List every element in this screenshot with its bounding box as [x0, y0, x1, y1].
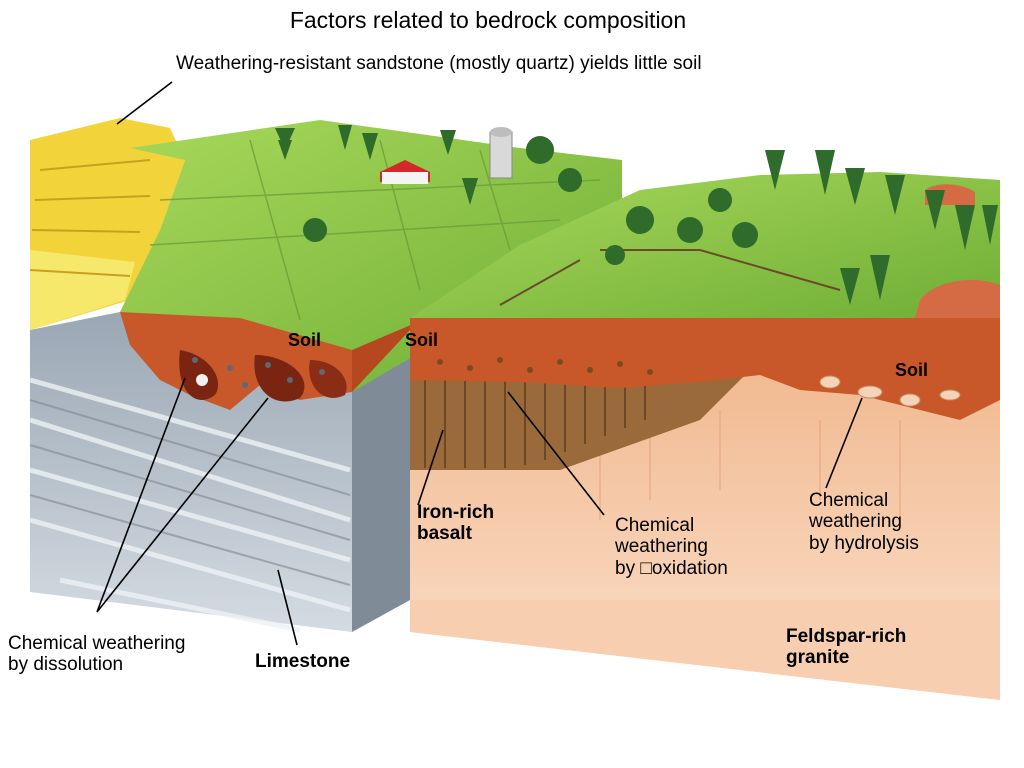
hydrolysis-label: Chemical weathering by hydrolysis: [809, 490, 919, 554]
iron-rich-basalt-label: Iron-rich basalt: [417, 502, 495, 545]
granite-soil: [410, 318, 1000, 420]
trees: [275, 125, 998, 305]
oxidation-label: Chemical weathering by □oxidation: [615, 515, 728, 579]
limestone-label: Limestone: [255, 651, 351, 672]
sandstone-cliff: [29, 118, 185, 330]
soil-label-middle: Soil: [405, 330, 439, 350]
leader-lines: [96, 81, 863, 646]
diagram-title: Factors related to bedrock composition: [289, 7, 687, 33]
basalt-layer: [410, 360, 760, 470]
dissolution-label: Chemical weathering by dissolution: [8, 633, 186, 676]
soil-label-left: Soil: [288, 330, 322, 350]
granite-label: Feldspar-rich granite: [786, 626, 907, 669]
soil-label-right: Soil: [895, 360, 929, 380]
sandstone-caption: Weathering-resistant sandstone (mostly q…: [176, 53, 702, 74]
